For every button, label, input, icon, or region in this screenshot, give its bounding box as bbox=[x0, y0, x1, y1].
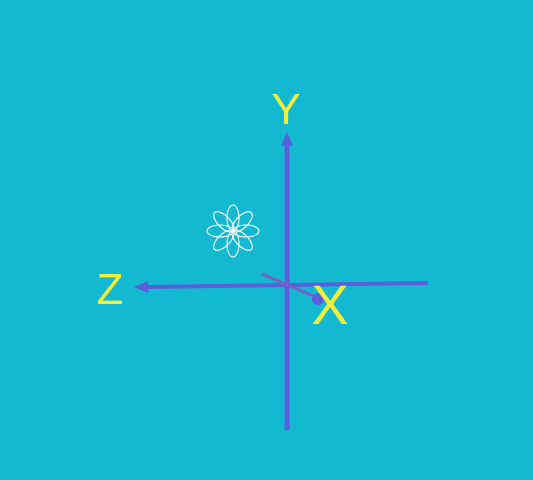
z-axis-arrowhead bbox=[134, 281, 148, 293]
y-axis-arrowhead bbox=[281, 132, 293, 146]
x-axis-endpoint bbox=[312, 293, 324, 305]
z-axis-label: Z bbox=[97, 265, 124, 314]
y-axis-label: Y bbox=[271, 85, 300, 134]
x-axis-line bbox=[261, 272, 319, 300]
eight-petal-flower-icon bbox=[206, 204, 260, 258]
x-axis-label: X bbox=[311, 273, 348, 336]
